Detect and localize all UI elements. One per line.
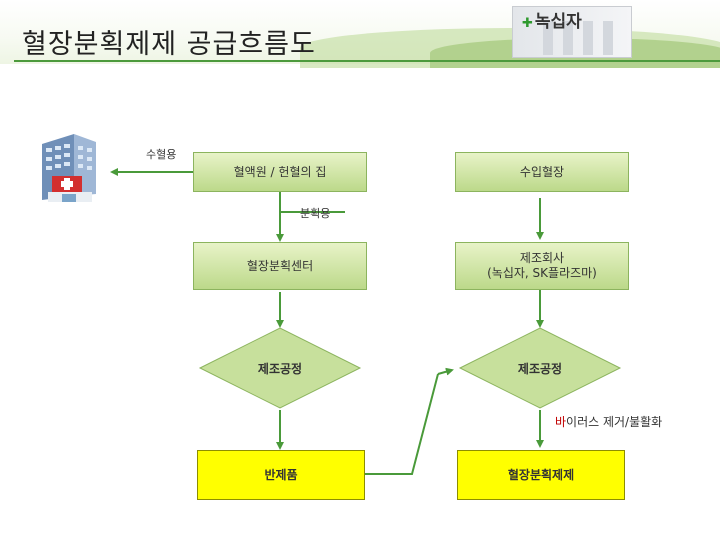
virus-removal-label: 바이러스 제거/불활화 <box>555 415 663 429</box>
manufacturer-label: 제조회사 <box>519 251 565 265</box>
final-product-box: 혈장분획제제 <box>457 450 625 500</box>
green-cross-icon: ✚ <box>522 16 533 31</box>
imported-plasma-label: 수입혈장 <box>519 164 565 179</box>
page-title: 혈장분획제제 공급흐름도 <box>22 29 316 60</box>
header-building-decoration <box>512 6 632 58</box>
process-right-label: 제조공정 <box>517 362 563 376</box>
manufacturer-companies-label: (녹십자, SK플라즈마) <box>487 266 597 280</box>
manufacturer-box: 제조회사 (녹십자, SK플라즈마) <box>455 242 629 290</box>
company-logo: ✚녹십자 <box>522 12 582 32</box>
transfusion-label: 수혈용 <box>146 148 177 161</box>
fractionation-label: 분획용 <box>300 207 331 220</box>
process-diamond-right <box>458 327 622 409</box>
fractionation-center-box: 혈장분획센터 <box>193 242 367 290</box>
final-product-label: 혈장분획제제 <box>507 467 575 482</box>
arrow-semi-to-process <box>362 373 439 475</box>
process-diamond-left <box>198 327 362 409</box>
hospital-building-icon <box>42 134 96 202</box>
process-left-label: 제조공정 <box>257 362 303 376</box>
blood-center-box: 혈액원 / 헌혈의 집 <box>193 152 367 192</box>
title-underline <box>14 60 720 62</box>
blood-center-label: 혈액원 / 헌혈의 집 <box>233 164 327 179</box>
fractionation-center-label: 혈장분획센터 <box>246 258 314 273</box>
semi-product-box: 반제품 <box>197 450 365 500</box>
semi-product-label: 반제품 <box>264 467 298 482</box>
imported-plasma-box: 수입혈장 <box>455 152 629 192</box>
